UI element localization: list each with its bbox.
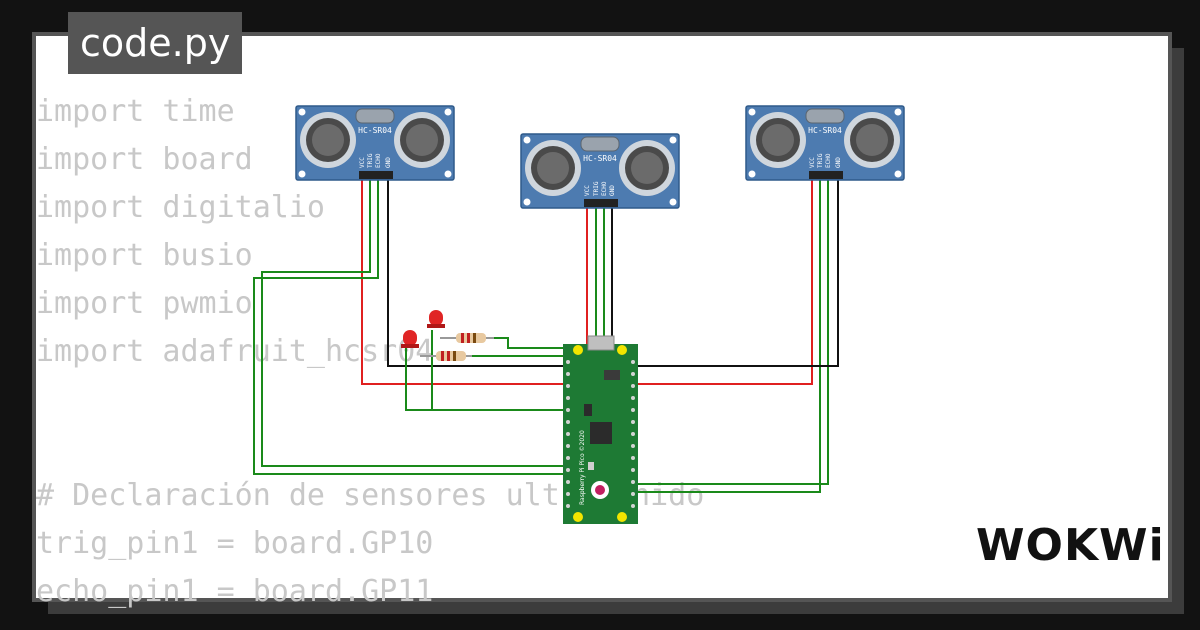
pin-label: ECHO <box>825 153 832 168</box>
code-line: import pwmio <box>36 286 253 321</box>
wokwi-logo[interactable]: WOKWi <box>976 520 1165 571</box>
pin-label: ECHO <box>601 181 608 196</box>
wire-vcc-1 <box>361 180 580 385</box>
wire-echo-3 <box>634 180 829 485</box>
board-label: Raspberry Pi Pico ©2020 <box>579 430 586 505</box>
led-1 <box>401 330 419 348</box>
pin-label: GND <box>385 157 392 168</box>
code-line: trig_pin1 = board.GP10 <box>36 526 434 561</box>
pin-label: TRIG <box>367 153 374 168</box>
sensor-label: HC-SR04 <box>358 126 392 135</box>
led-2 <box>427 310 445 328</box>
pin-label: ECHO <box>375 153 382 168</box>
wire-res-1 <box>494 337 572 349</box>
pin-label: TRIG <box>593 181 600 196</box>
wire-trig-3 <box>634 180 821 493</box>
ultrasonic-sensor-2 <box>520 133 680 209</box>
sensor-label: HC-SR04 <box>808 126 842 135</box>
wire-echo-1 <box>253 180 572 475</box>
filename-tab[interactable]: code.py <box>68 12 243 74</box>
wire-led-1 <box>405 348 572 411</box>
wire-trig-1 <box>261 180 572 467</box>
pin-label: VCC <box>359 157 366 168</box>
pin-label: GND <box>609 185 616 196</box>
code-line: import time <box>36 94 235 129</box>
raspberry-pi-pico: Raspberry Pi Pico ©2020 <box>563 335 638 524</box>
code-line: import board <box>36 142 253 177</box>
wire-gnd-3 <box>612 180 839 367</box>
code-editor: import time import board import digitalio i… <box>36 88 704 616</box>
resistor-2 <box>420 351 472 361</box>
code-line: import digitalio <box>36 190 325 225</box>
pin-label: VCC <box>809 157 816 168</box>
pin-label: VCC <box>584 185 591 196</box>
wire-vcc-3 <box>600 180 813 385</box>
wire-gnd-1 <box>387 180 600 367</box>
code-line: echo_pin1 = board.GP11 <box>36 574 434 609</box>
pin-label: GND <box>835 157 842 168</box>
code-line: import busio <box>36 238 253 273</box>
resistor-1 <box>440 333 494 343</box>
sensor-label: HC-SR04 <box>583 154 617 163</box>
pin-label: TRIG <box>817 153 824 168</box>
